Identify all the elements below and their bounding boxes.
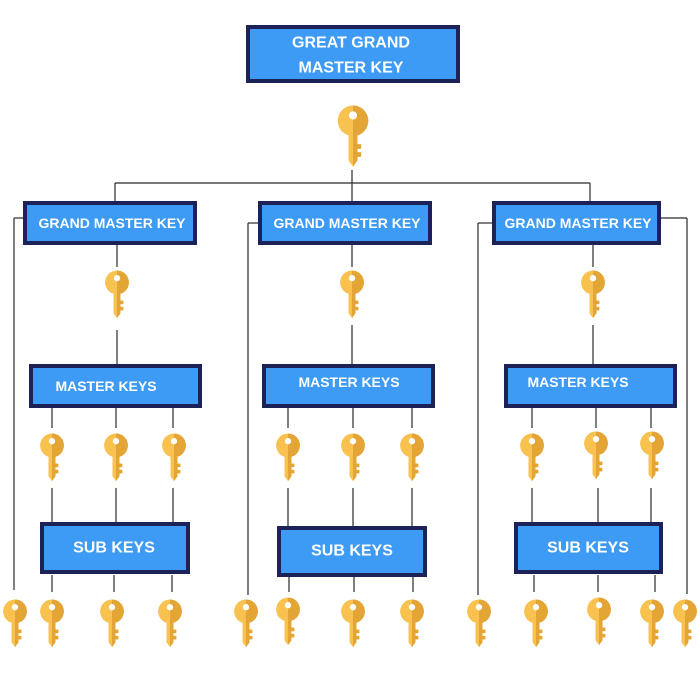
- grand-master-box-middle-rect: [258, 201, 432, 245]
- master-keys-box-left-rect: [29, 364, 202, 408]
- key-icon: [234, 599, 258, 648]
- sub-keys-box-right-rect: [514, 522, 663, 574]
- master-keys-box-middle-rect: [262, 364, 435, 408]
- sub-keys-label-left: SUB KEYS: [73, 540, 155, 557]
- root-label-line1: GREAT GRAND: [292, 35, 410, 52]
- key-icon: [581, 270, 605, 319]
- root-label-line2: MASTER KEY: [299, 60, 404, 77]
- master-keys-label-left: MASTER KEYS: [55, 378, 156, 394]
- key-icon: [40, 433, 64, 482]
- key-icon: [673, 599, 697, 648]
- sub-keys-box-middle-rect: [277, 526, 427, 577]
- key-icon: [276, 433, 300, 482]
- grand-master-box-left: GRAND MASTER KEY: [23, 201, 197, 245]
- sub-keys-label-middle: SUB KEYS: [311, 543, 393, 560]
- grand-master-box-left-rect: [23, 201, 197, 245]
- master-keys-box-left: MASTER KEYS: [29, 364, 202, 408]
- key-icon: [340, 270, 364, 319]
- key-icon: [158, 599, 182, 648]
- grand-master-label-left: GRAND MASTER KEY: [38, 215, 186, 231]
- key-icon: [40, 599, 64, 648]
- sub-keys-label-right: SUB KEYS: [547, 540, 629, 557]
- root-box-rect: [246, 25, 460, 83]
- key-icon: [640, 599, 664, 648]
- key-icon: [584, 431, 608, 480]
- key-icon: [100, 599, 124, 648]
- grand-master-label-middle: GRAND MASTER KEY: [273, 215, 421, 231]
- grand-master-box-right-rect: [492, 201, 661, 245]
- key-icon: [587, 597, 611, 646]
- grand-master-label-right: GRAND MASTER KEY: [504, 215, 652, 231]
- key-icon: [3, 599, 27, 648]
- key-icon: [341, 433, 365, 482]
- master-keys-box-right: MASTER KEYS: [504, 364, 677, 408]
- key-icon: [105, 270, 129, 319]
- root-box: GREAT GRAND MASTER KEY: [246, 25, 460, 83]
- master-keys-label-middle: MASTER KEYS: [298, 374, 399, 390]
- key-icon: [400, 433, 424, 482]
- key-icon: [524, 599, 548, 648]
- master-keys-label-right: MASTER KEYS: [527, 374, 628, 390]
- sub-keys-box-right: SUB KEYS: [514, 522, 663, 574]
- key-icon: [162, 433, 186, 482]
- key-icon: [520, 433, 544, 482]
- master-keys-box-middle: MASTER KEYS: [262, 364, 435, 408]
- sub-keys-box-left: SUB KEYS: [40, 522, 190, 574]
- key-icon: [400, 599, 424, 648]
- key-icon: [337, 105, 369, 167]
- key-icon: [104, 433, 128, 482]
- key-icon: [640, 431, 664, 480]
- sub-keys-box-left-rect: [40, 522, 190, 574]
- connector-lines: [13, 170, 688, 595]
- sub-keys-box-middle: SUB KEYS: [277, 526, 427, 577]
- key-icon: [276, 597, 300, 646]
- key-icon: [341, 599, 365, 648]
- grand-master-box-middle: GRAND MASTER KEY: [258, 201, 432, 245]
- master-keys-box-right-rect: [504, 364, 677, 408]
- grand-master-box-right: GRAND MASTER KEY: [492, 201, 661, 245]
- key-icon: [467, 599, 491, 648]
